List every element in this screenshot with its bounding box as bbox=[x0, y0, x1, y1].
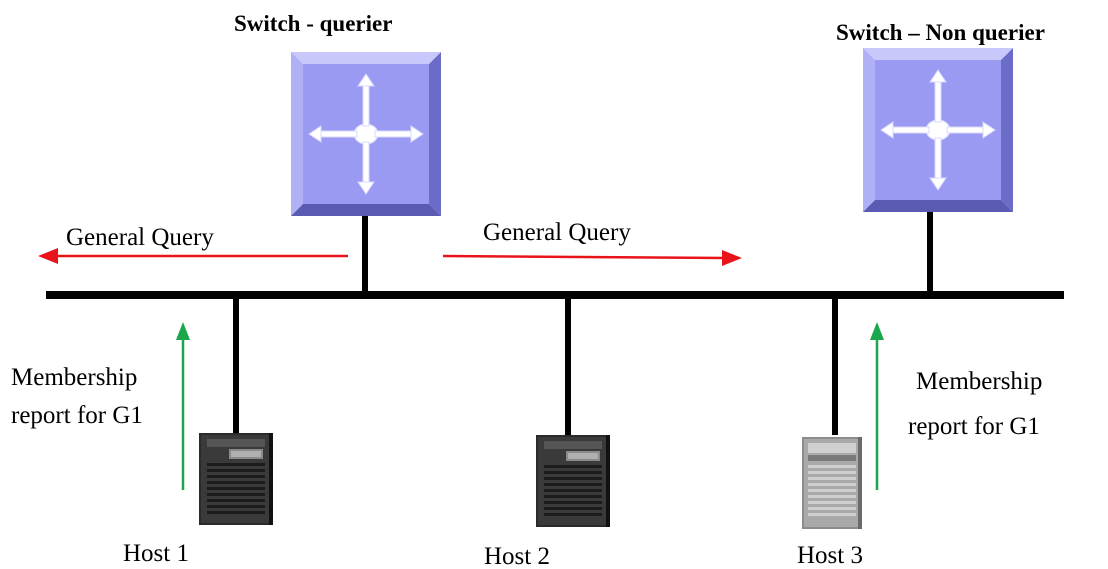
switch-nonquerier-title: Switch – Non querier bbox=[836, 20, 1045, 45]
membership-report-left-line2: report for G1 bbox=[11, 402, 143, 429]
membership-report-left-line1: Membership bbox=[11, 364, 137, 391]
query-arrow-left bbox=[38, 248, 348, 264]
host3-label: Host 3 bbox=[797, 542, 863, 569]
switch-icon bbox=[290, 51, 442, 217]
membership-report-right-line1: Membership bbox=[916, 368, 1042, 395]
general-query-right-label: General Query bbox=[483, 219, 631, 246]
switch-querier-title: Switch - querier bbox=[234, 11, 392, 36]
server-tower-icon bbox=[802, 437, 862, 529]
report-arrow-left bbox=[176, 322, 190, 490]
server-tower-icon bbox=[536, 435, 610, 527]
host1-label: Host 1 bbox=[123, 540, 189, 567]
membership-report-right-line2: report for G1 bbox=[908, 413, 1040, 440]
query-arrow-right bbox=[442, 250, 742, 266]
server-tower-icon bbox=[199, 433, 273, 525]
report-arrow-right bbox=[870, 322, 884, 490]
general-query-left-label: General Query bbox=[66, 224, 214, 251]
host2-label: Host 2 bbox=[484, 543, 550, 569]
switch-icon bbox=[862, 47, 1014, 213]
